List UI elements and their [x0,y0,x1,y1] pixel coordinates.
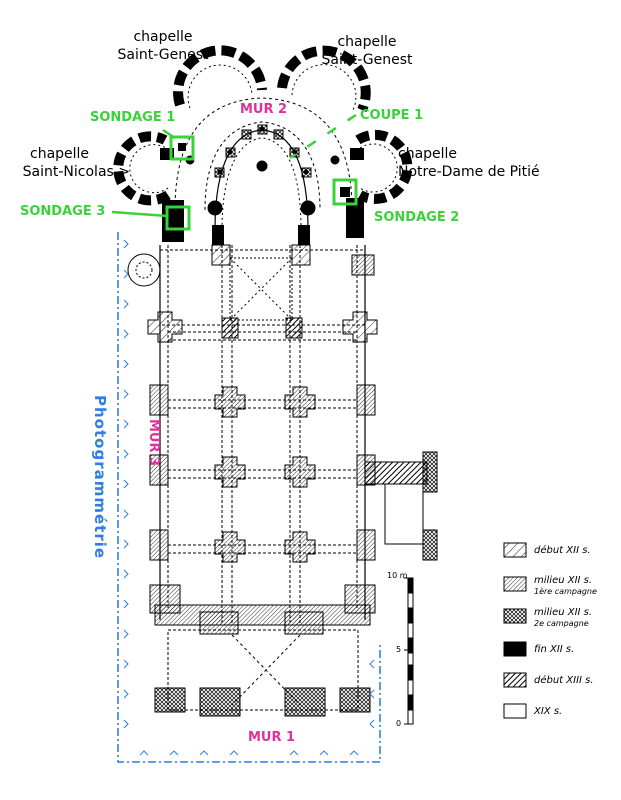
photogrammetry-outline [117,232,381,763]
legend-text: XIX s. [534,706,563,717]
sondage3-label: SONDAGE 3 [20,204,106,219]
narthex [154,604,371,717]
label-chapelle-saint-genest-left: chapelle Saint-Genest [108,28,218,64]
chapel-notre-dame [355,129,413,204]
legend-sub: 2e campagne [534,619,589,628]
photogrammetry-ticks [123,239,375,756]
legend-label-3: fin XII s. [534,644,574,655]
side-porch [364,451,438,561]
mur1-label: MUR 1 [248,730,296,745]
sondage3-box [165,205,191,231]
nave-piers [147,244,378,614]
legend-text: début XII s. [534,545,591,556]
label-chapelle-saint-genest-right: chapelle Saint-Genest [312,33,422,69]
photogrammetrie-label: Photogrammétrie [91,395,109,560]
legend-text: milieu XII s. [534,607,593,618]
scale-bar [404,577,414,725]
legend-label-1: milieu XII s. 1ère campagne [534,575,597,597]
legend-text: milieu XII s. [534,575,593,586]
legend-label-4: début XIII s. [534,675,594,686]
chapel-word: chapelle [133,29,193,45]
legend-sub: 1ère campagne [534,587,597,596]
chapel-word: chapelle [398,146,458,162]
chapel-saint-nicolas [113,131,171,206]
chapel-name: Saint-Nicolas > [22,164,130,180]
legend-swatches [503,542,527,719]
scale-label-top: 10 m [387,571,408,580]
mur2-label: MUR 2 [240,102,288,117]
chapel-saint-genest-right [277,45,371,113]
chapel-word: chapelle [30,146,90,162]
label-chapelle-saint-nicolas: chapelle Saint-Nicolas > [10,145,130,181]
scale-label-mid: 5 [396,645,402,654]
chapel-name: Notre-Dame de Pitié [398,164,540,180]
fin-xii-walls [160,148,364,245]
mur3-label: MUR 3 [142,419,161,466]
coupe1-label: COUPE 1 [360,108,424,123]
sondage1-box [169,135,195,161]
nave [127,245,366,625]
chapel-word: chapelle [337,34,397,50]
legend-label-0: début XII s. [534,545,591,556]
scale-label-bottom: 0 [396,719,402,728]
label-chapelle-notre-dame: chapelle Notre-Dame de Pitié [398,145,558,181]
chapel-name: Saint-Genest [321,52,413,68]
sondage2-box [332,178,358,206]
green-leaders [111,113,357,218]
chapel-name: Saint-Genest [117,47,209,63]
legend-label-5: XIX s. [534,706,562,717]
sondage2-label: SONDAGE 2 [374,210,460,225]
sondage-boxes [165,135,358,231]
sondage1-label: SONDAGE 1 [90,110,176,125]
mur3-text: MUR 3 [146,418,162,467]
legend-text: début XIII s. [534,675,594,686]
chevet [113,45,413,231]
legend-text: fin XII s. [534,644,575,655]
chapel-saint-genest-left [173,45,267,109]
legend-label-2: milieu XII s. 2e campagne [534,607,592,629]
